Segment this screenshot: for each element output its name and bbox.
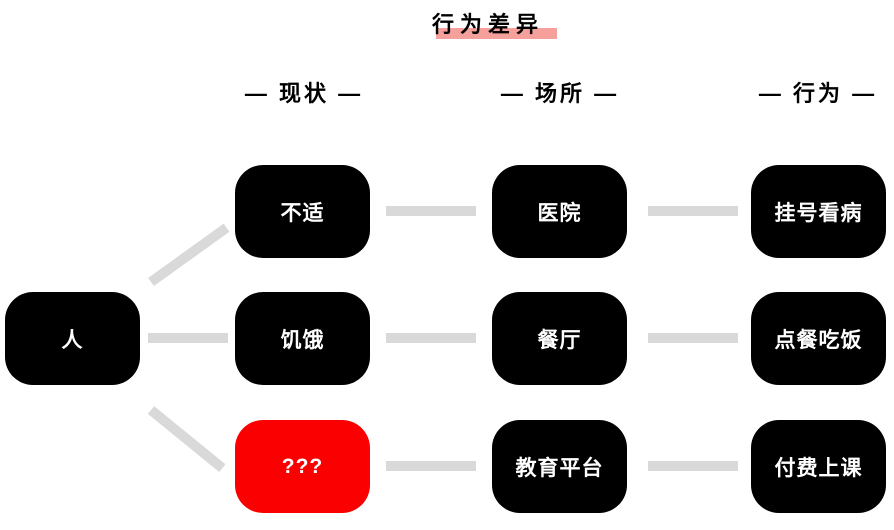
node-behavior-order-food: 点餐吃饭: [751, 292, 886, 385]
connector-status-to-place-2: [386, 461, 476, 471]
column-header-behavior: — 行为 —: [758, 81, 878, 106]
node-label: 挂号看病: [774, 201, 863, 225]
connector-person-to-status-2: [147, 406, 226, 473]
connector-status-to-place-0: [386, 206, 476, 216]
node-label: ???: [281, 454, 324, 478]
node-label: 不适: [280, 201, 325, 225]
title-text: 行为差异: [432, 12, 545, 37]
node-behavior-pay-for-class: 付费上课: [751, 420, 886, 513]
node-label: 医院: [537, 201, 582, 225]
node-person-label: 人: [61, 328, 84, 352]
node-place-hospital: 医院: [492, 165, 627, 258]
node-place-restaurant: 餐厅: [492, 292, 627, 385]
connector-person-to-status-0: [148, 223, 230, 287]
connector-place-to-behavior-2: [648, 461, 738, 471]
connector-place-to-behavior-0: [648, 206, 738, 216]
node-label: 付费上课: [774, 456, 863, 480]
node-status-hunger: 饥饿: [235, 292, 370, 385]
node-status-unknown: ???: [235, 420, 370, 513]
node-status-discomfort: 不适: [235, 165, 370, 258]
node-person: 人: [5, 292, 140, 385]
node-label: 饥饿: [280, 328, 325, 352]
node-label: 点餐吃饭: [774, 328, 863, 352]
connector-place-to-behavior-1: [648, 333, 738, 343]
connector-status-to-place-1: [386, 333, 476, 343]
connector-person-to-status-1: [148, 333, 228, 343]
node-label: 教育平台: [515, 456, 604, 480]
diagram-title: 行为差异: [432, 7, 557, 39]
column-header-status: — 现状 —: [244, 81, 364, 106]
node-place-education-platform: 教育平台: [492, 420, 627, 513]
title-highlight-bar: [436, 28, 557, 39]
column-header-place: — 场所 —: [500, 81, 620, 106]
node-behavior-register-see-doctor: 挂号看病: [751, 165, 886, 258]
node-label: 餐厅: [537, 328, 582, 352]
